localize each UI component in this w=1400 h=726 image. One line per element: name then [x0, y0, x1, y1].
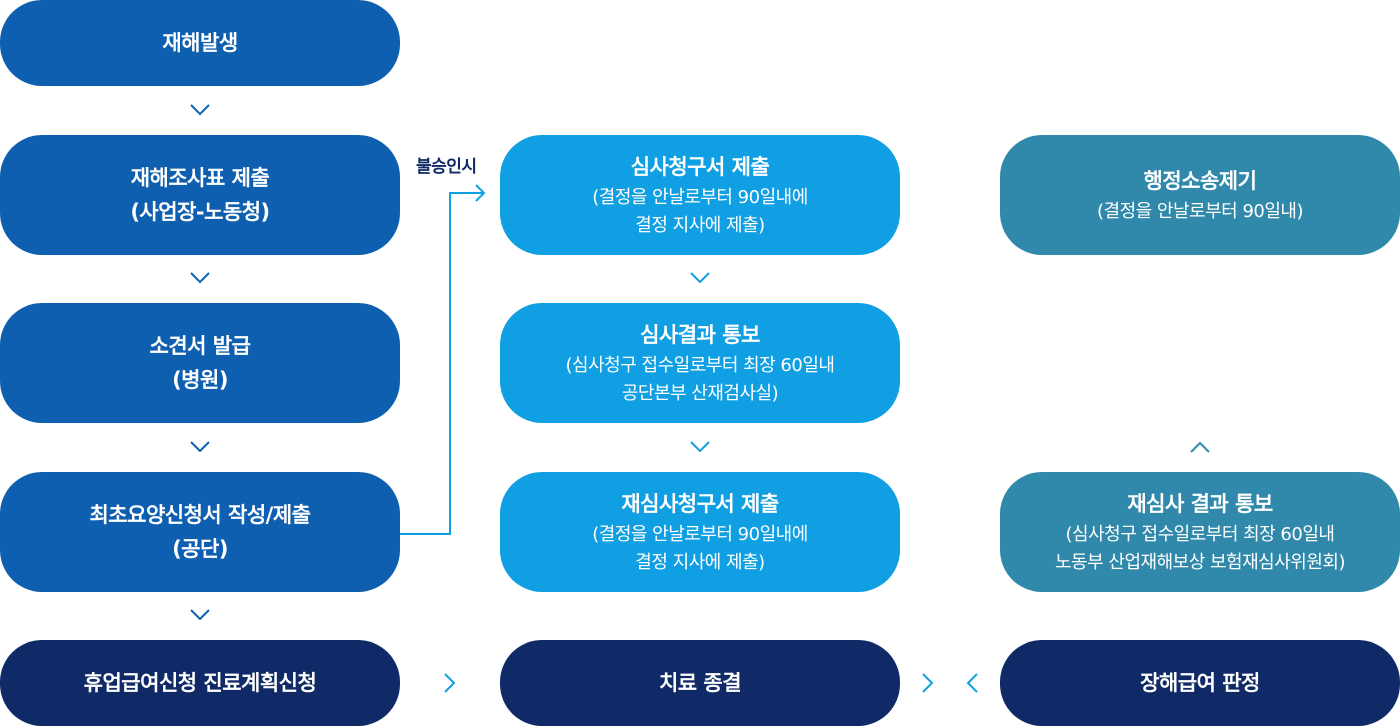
- chevron-down-icon: [688, 266, 712, 290]
- step-desc-line1: (결정을 안날로부터 90일내): [1097, 201, 1304, 222]
- chevron-down-icon: [188, 603, 212, 627]
- step-desc-line2: 노동부 산업재해보상 보험재심사위원회): [1055, 552, 1345, 573]
- step-desc-line1: (결정을 안날로부터 90일내에: [592, 524, 808, 545]
- step-title: 재해발생: [162, 31, 238, 55]
- step-title: 심사청구서 제출: [630, 155, 770, 179]
- step-title: 재심사 결과 통보: [1127, 492, 1273, 516]
- step-administrative-litigation: 행정소송제기 (결정을 안날로부터 90일내): [1000, 135, 1400, 255]
- chevron-down-icon: [188, 435, 212, 459]
- chevron-left-icon: [960, 671, 984, 695]
- step-accident-occurrence: 재해발생: [0, 0, 400, 86]
- step-re-review-request: 재심사청구서 제출 (결정을 안날로부터 90일내에 결정 지사에 제출): [500, 472, 900, 592]
- step-title-line2: (사업장-노동청): [130, 200, 270, 224]
- chevron-right-icon: [916, 671, 940, 695]
- step-review-result: 심사결과 통보 (심사청구 접수일로부터 최장 60일내 공단본부 산재검사실): [500, 303, 900, 423]
- step-title: 휴업급여신청 진료계획신청: [83, 671, 317, 695]
- step-medical-opinion: 소견서 발급 (병원): [0, 303, 400, 423]
- step-review-request: 심사청구서 제출 (결정을 안날로부터 90일내에 결정 지사에 제출): [500, 135, 900, 255]
- step-desc-line1: (심사청구 접수일로부터 최장 60일내: [565, 355, 835, 376]
- step-desc-line2: 결정 지사에 제출): [635, 215, 765, 236]
- step-initial-care-application: 최초요양신청서 작성/제출 (공단): [0, 472, 400, 592]
- step-disability-benefit-decision: 장해급여 판정: [1000, 640, 1400, 726]
- step-desc-line2: 결정 지사에 제출): [635, 552, 765, 573]
- step-treatment-end: 치료 종결: [500, 640, 900, 726]
- step-desc-line2: 공단본부 산재검사실): [621, 383, 779, 404]
- step-title: 소견서 발급: [149, 334, 251, 358]
- chevron-right-icon: [438, 671, 462, 695]
- step-title: 최초요양신청서 작성/제출: [89, 503, 311, 527]
- step-title: 치료 종결: [658, 671, 742, 695]
- step-title: 재심사청구서 제출: [621, 492, 779, 516]
- arrow-right-icon: [475, 184, 486, 202]
- chevron-up-icon: [1188, 435, 1212, 459]
- step-title: 재해조사표 제출: [130, 166, 270, 190]
- step-re-review-result: 재심사 결과 통보 (심사청구 접수일로부터 최장 60일내 노동부 산업재해보…: [1000, 472, 1400, 592]
- step-leave-benefit-application: 휴업급여신청 진료계획신청: [0, 640, 400, 726]
- step-title: 장해급여 판정: [1140, 671, 1260, 695]
- step-title-line2: (병원): [172, 368, 228, 392]
- step-title: 심사결과 통보: [640, 323, 760, 347]
- step-desc-line1: (결정을 안날로부터 90일내에: [592, 187, 808, 208]
- branch-label-rejection: 불승인시: [416, 157, 477, 177]
- step-title: 행정소송제기: [1143, 169, 1257, 193]
- chevron-down-icon: [688, 435, 712, 459]
- chevron-down-icon: [188, 98, 212, 122]
- chevron-down-icon: [188, 266, 212, 290]
- step-title-line2: (공단): [172, 537, 228, 561]
- step-desc-line1: (심사청구 접수일로부터 최장 60일내: [1065, 524, 1335, 545]
- step-accident-report: 재해조사표 제출 (사업장-노동청): [0, 135, 400, 255]
